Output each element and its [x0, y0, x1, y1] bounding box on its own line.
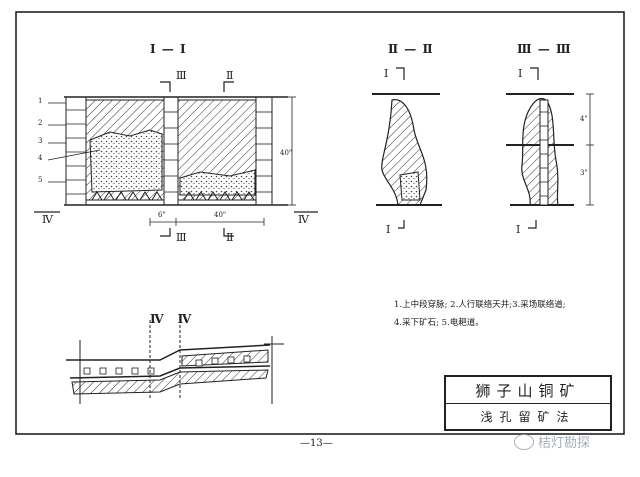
legend-line-2: 4.采下矿石; 5.电耙道。: [394, 318, 484, 328]
section-1-title: Ⅰ — Ⅰ: [150, 42, 187, 56]
sheet-border: [15, 11, 625, 435]
mine-name: 狮子山铜矿: [446, 377, 610, 404]
title-block: 狮子山铜矿 浅孔留矿法: [444, 375, 612, 431]
cut-mark-ii-bottom: Ⅱ: [226, 231, 234, 244]
mining-method: 浅孔留矿法: [480, 410, 576, 424]
cut-mark-i-s3-bottom: Ⅰ: [516, 223, 521, 236]
wechat-icon: [514, 433, 534, 450]
cut-mark-iv-left: Ⅳ: [42, 213, 53, 226]
dimension-height: 40": [280, 149, 293, 157]
callout-4: 4: [38, 154, 43, 162]
cut-mark-i-s2-top: Ⅰ: [384, 67, 389, 80]
callout-5: 5: [38, 176, 43, 184]
section-3-view: [506, 67, 594, 229]
watermark-text: 桔灯勘探: [538, 436, 591, 451]
dimension-width-a: 6": [158, 211, 166, 219]
watermark: 桔灯勘探: [514, 432, 590, 451]
cut-mark-iii-top: Ⅲ: [176, 69, 187, 82]
dimension-width-b: 40": [214, 211, 227, 219]
page-number: —13—: [300, 438, 333, 449]
cut-mark-iii-bottom: Ⅲ: [176, 231, 187, 244]
section-4-view: [66, 320, 284, 404]
callout-3: 3: [38, 137, 43, 145]
cut-mark-iv-right: Ⅳ: [298, 213, 309, 226]
cut-mark-i-s3-top: Ⅰ: [518, 67, 523, 80]
section-4-title: Ⅳ Ⅳ: [150, 312, 193, 326]
callout-1: 1: [38, 97, 43, 105]
dimension-side-a: 4": [580, 115, 588, 123]
legend-line-1: 1.上中段穿脉; 2.人行联络天井;3.采场联络道;: [394, 300, 566, 310]
cut-mark-ii-top: Ⅱ: [226, 69, 234, 82]
callout-2: 2: [38, 119, 43, 127]
section-1-view: [34, 81, 318, 237]
section-2-title: Ⅱ — Ⅱ: [388, 42, 434, 56]
cut-mark-i-s2-bottom: Ⅰ: [386, 223, 391, 236]
section-3-title: Ⅲ — Ⅲ: [517, 42, 572, 56]
section-2-view: [372, 67, 442, 229]
dimension-side-b: 3": [580, 169, 588, 177]
